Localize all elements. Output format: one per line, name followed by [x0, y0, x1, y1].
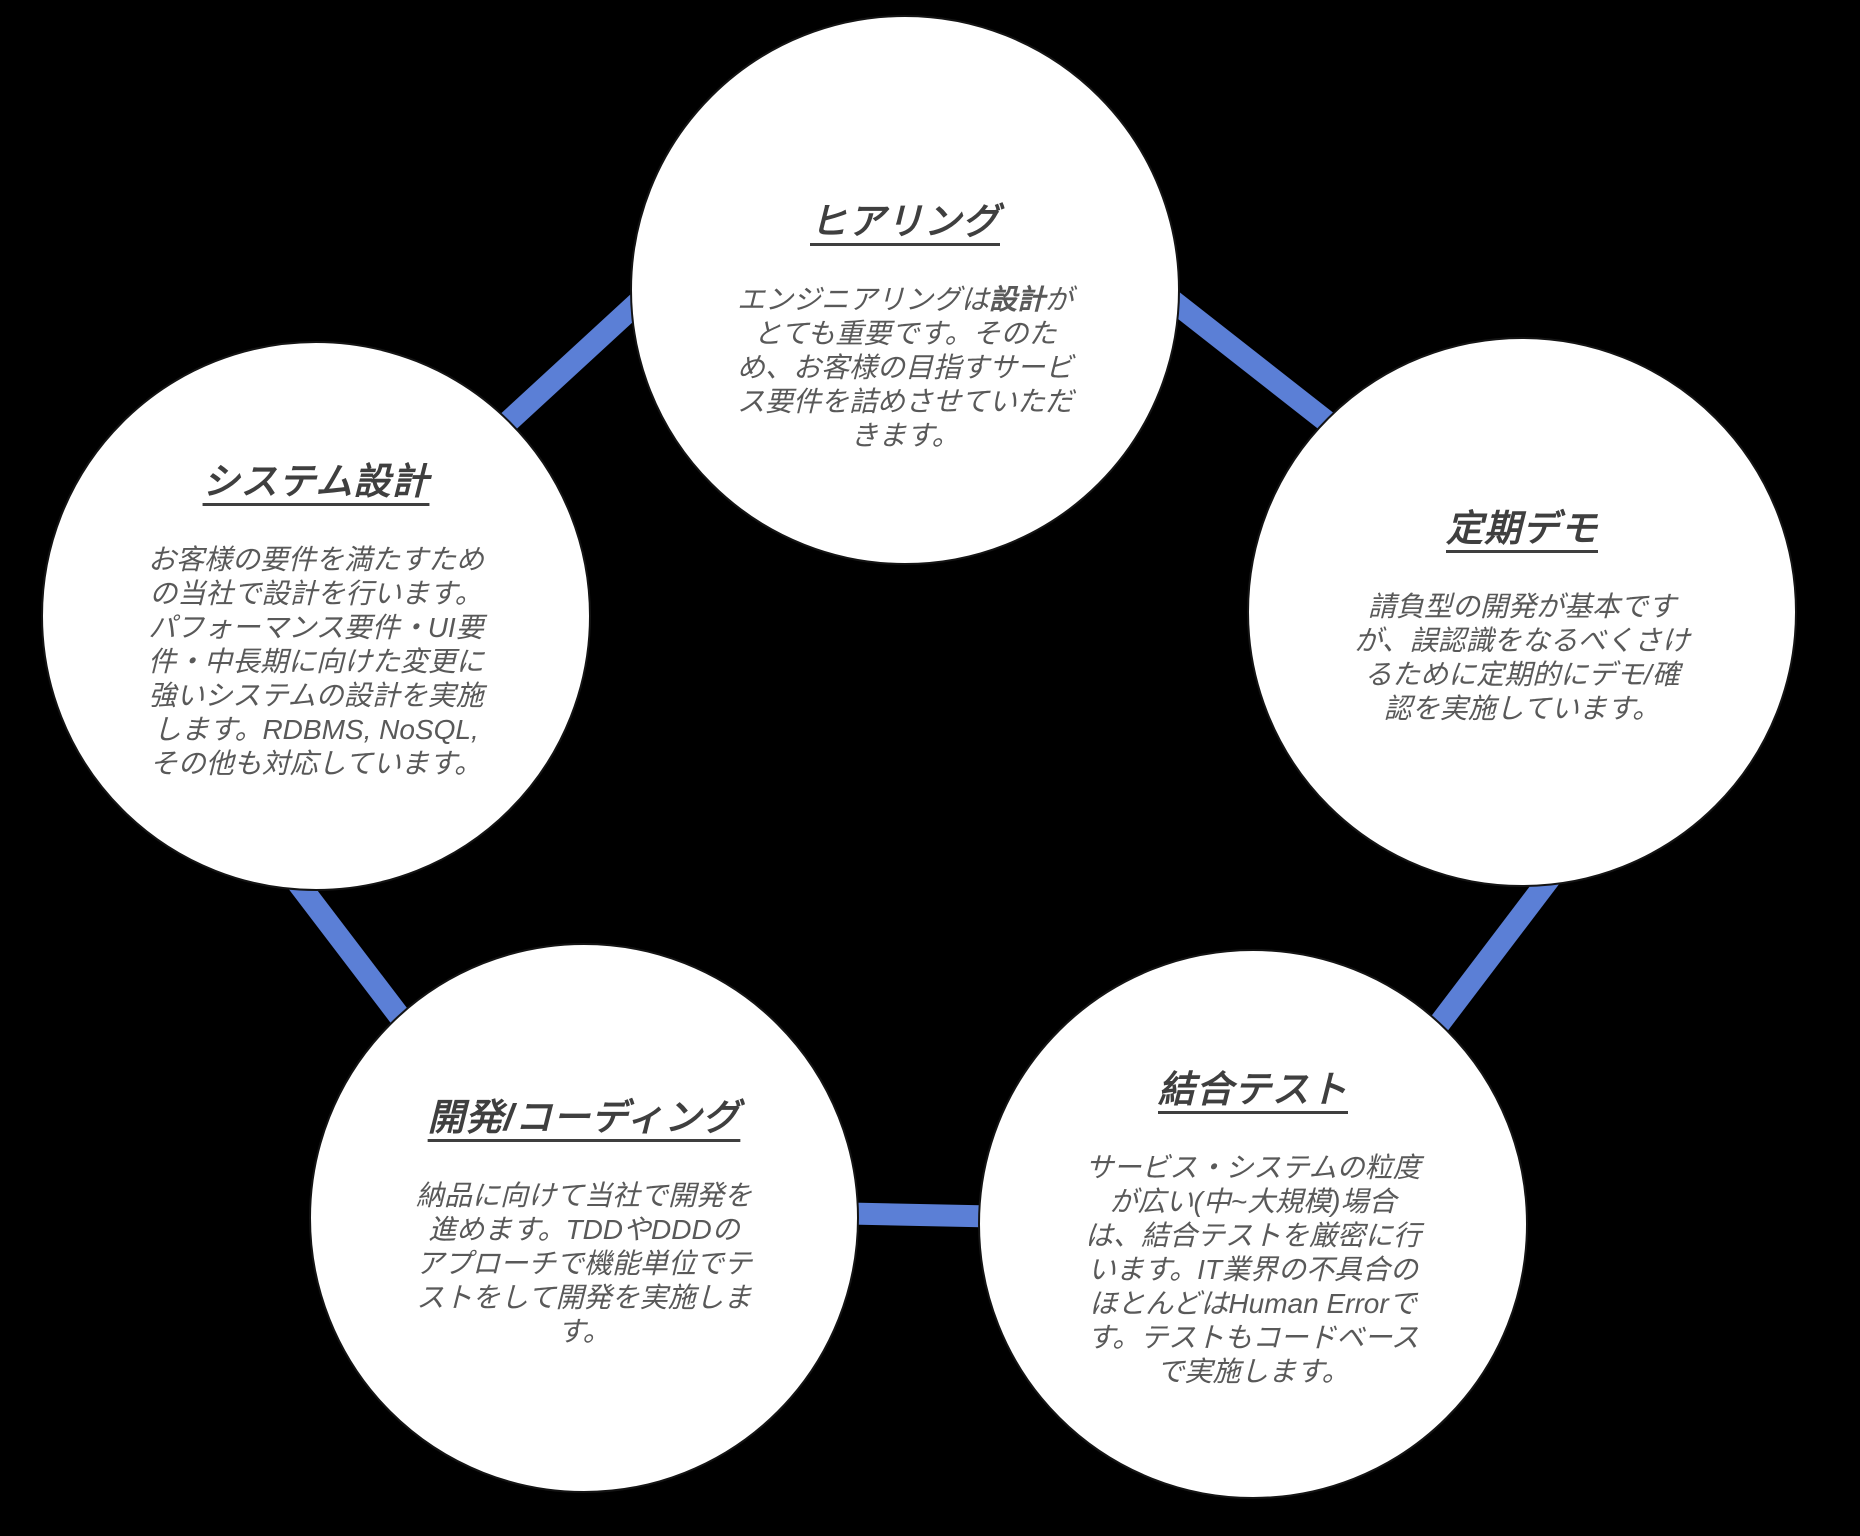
node-body-regular-demo: 請負型の開発が基本です が、誤認識をなるべくさけ るために定期的にデモ/確 認を… — [1354, 591, 1690, 724]
body-text-suffix: が とても重要です。そのた め、お客様の目指すサービ ス要件を詰めさせていただ … — [736, 284, 1074, 451]
cycle-node-system-design: システム設計 お客様の要件を満たすため の当社で設計を行います。 パフォーマンス… — [41, 341, 591, 891]
node-body-hearing: エンジニアリングは設計が とても重要です。そのた め、お客様の目指すサービ ス要… — [737, 283, 1073, 453]
cycle-node-hearing: ヒアリング エンジニアリングは設計が とても重要です。そのた め、お客様の目指す… — [630, 15, 1180, 565]
node-title-hearing: ヒアリング — [810, 201, 1000, 242]
node-body-integration-test: サービス・システムの粒度 が広い(中~大規模)場合 は、結合テストを厳密に行 い… — [1084, 1152, 1421, 1387]
node-title-regular-demo: 定期デモ — [1446, 508, 1598, 549]
body-text-prefix: エンジニアリングは — [736, 284, 989, 315]
body-text-bold: 設計 — [988, 284, 1045, 315]
cycle-node-development-coding: 開発/コーディング 納品に向けて当社で開発を 進めます。TDDやDDDの アプロ… — [309, 943, 859, 1493]
connector-regulardemo-integrationtest — [1417, 858, 1569, 1048]
cycle-node-regular-demo: 定期デモ 請負型の開発が基本です が、誤認識をなるべくさけ るために定期的にデモ… — [1247, 337, 1797, 887]
node-title-integration-test: 結合テスト — [1158, 1069, 1348, 1110]
node-body-system-design: お客様の要件を満たすため の当社で設計を行います。 パフォーマンス要件・UI要 … — [147, 544, 484, 779]
node-body-development-coding: 納品に向けて当社で開発を 進めます。TDDやDDDの アプローチで機能単位でテ … — [415, 1180, 752, 1347]
cycle-node-integration-test: 結合テスト サービス・システムの粒度 が広い(中~大規模)場合 は、結合テストを… — [978, 949, 1528, 1499]
node-title-development-coding: 開発/コーディング — [427, 1097, 741, 1138]
node-title-system-design: システム設計 — [202, 461, 430, 502]
